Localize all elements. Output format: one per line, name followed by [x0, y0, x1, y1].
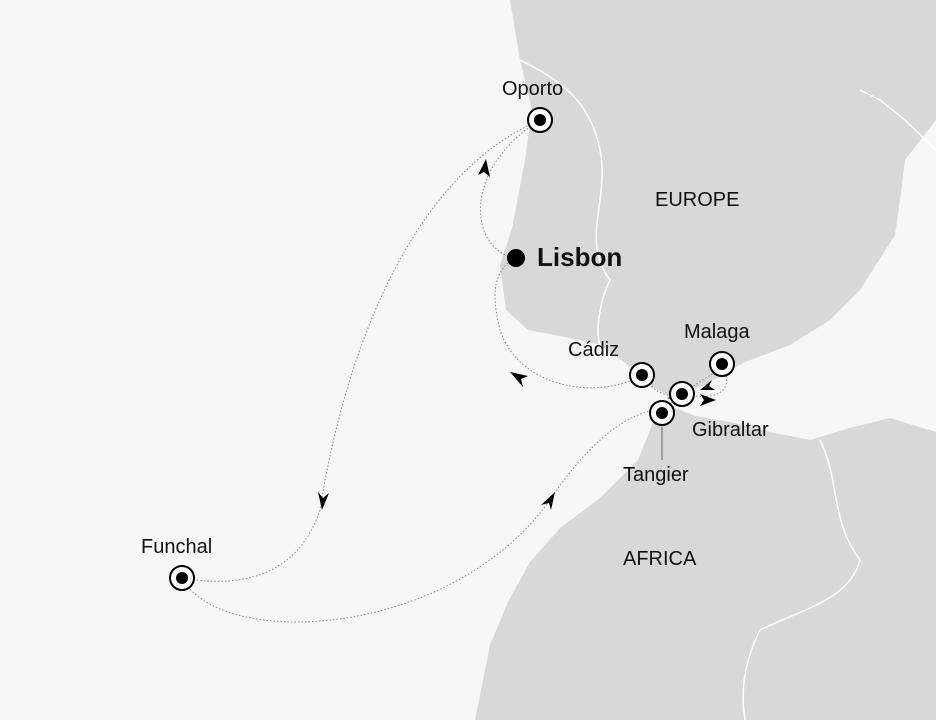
port-label-tangier: Tangier [623, 464, 689, 486]
port-markers [169, 107, 735, 591]
land-europe [500, 0, 936, 398]
arrow-icon [700, 380, 715, 390]
route-oporto-funchal [181, 119, 541, 582]
port-label-gibraltar: Gibraltar [692, 419, 769, 441]
port-marker-oporto [527, 107, 553, 133]
port-label-funchal: Funchal [141, 536, 213, 558]
port-marker-tangier [649, 400, 675, 426]
port-marker-funchal [169, 565, 195, 591]
port-marker-lisbon [507, 249, 525, 267]
arrow-icon [510, 372, 528, 387]
arrow-icon [700, 394, 716, 406]
region-label-europe: EUROPE [655, 189, 740, 211]
region-label-africa: AFRICA [623, 548, 697, 570]
arrow-icon [541, 492, 555, 510]
arrow-icon [318, 492, 329, 510]
port-label-malaga: Malaga [684, 321, 750, 343]
port-label-cadiz: Cádiz [568, 339, 620, 361]
port-label-oporto: Oporto [502, 78, 564, 100]
port-marker-gibraltar [669, 381, 695, 407]
port-label-lisbon: Lisbon [537, 242, 623, 272]
land-africa [475, 402, 936, 720]
route-lisbon-oporto [479, 119, 541, 259]
port-marker-cadiz [629, 362, 655, 388]
port-marker-malaga [709, 351, 735, 377]
route-cadiz-lisbon [494, 257, 643, 389]
arrow-icon [478, 159, 490, 177]
